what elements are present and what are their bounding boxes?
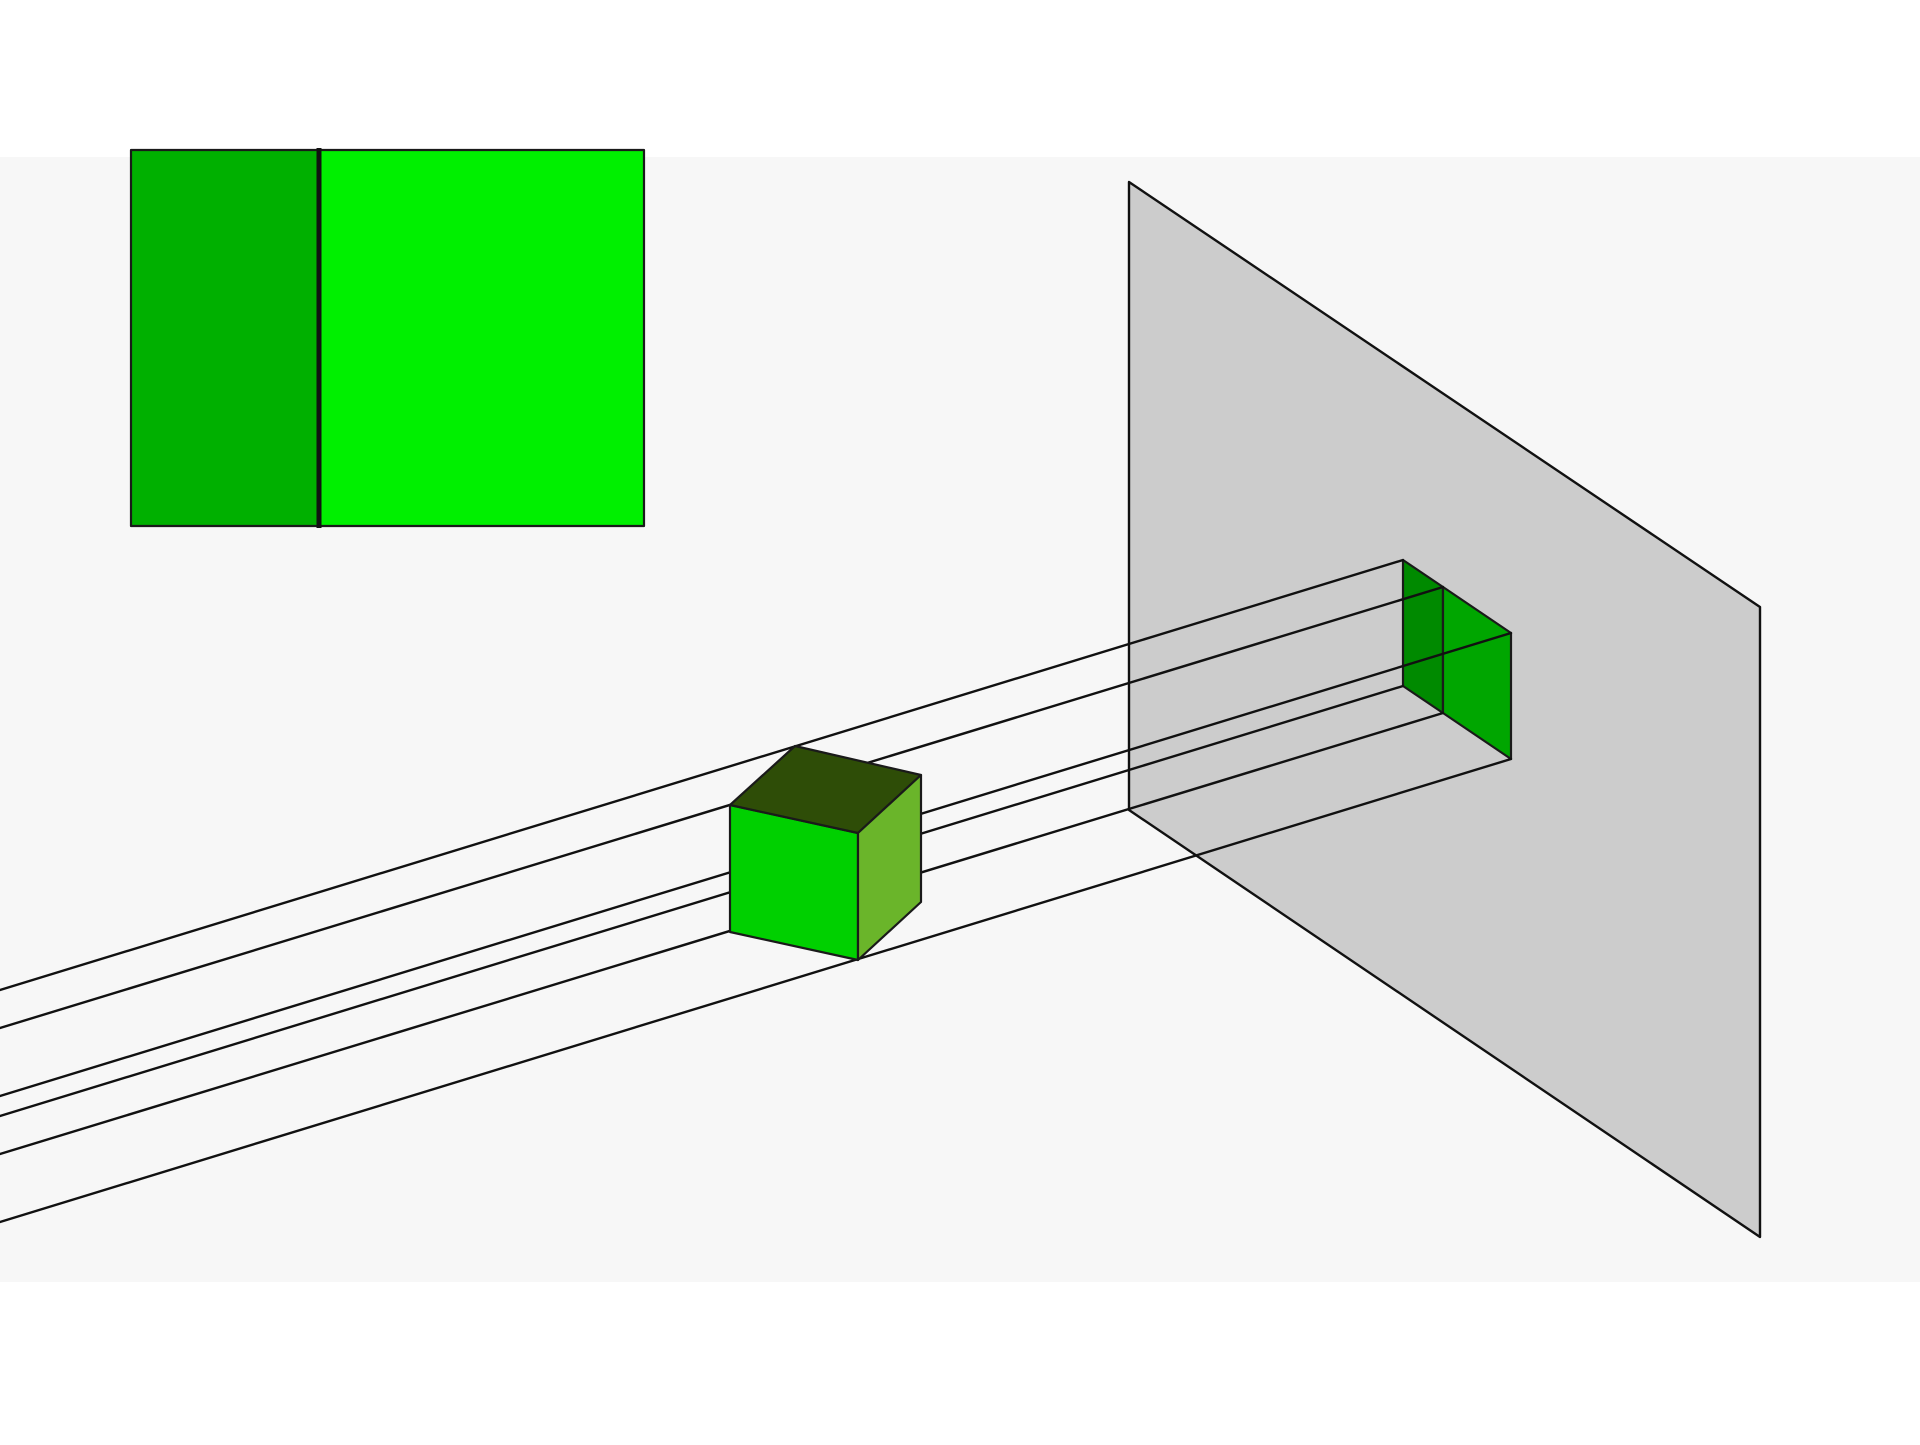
projector-line — [0, 585, 1445, 1030]
inset-right-face — [317, 148, 646, 528]
projector-line — [0, 558, 1405, 992]
projector-line — [0, 684, 1405, 1118]
projector-line — [0, 711, 1445, 1156]
projected-image — [1401, 558, 1513, 761]
cube — [728, 744, 923, 962]
inset-left-face — [129, 148, 321, 528]
projected-image-left-face — [1401, 558, 1445, 715]
cube-right-face — [856, 773, 923, 962]
projector-line — [0, 757, 1513, 1224]
inset-view — [129, 148, 646, 528]
